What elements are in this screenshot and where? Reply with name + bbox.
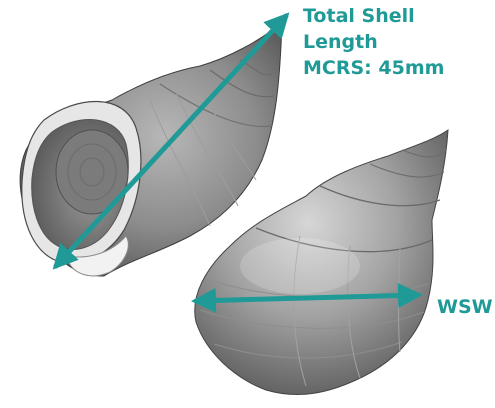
length-label-line-1: Total Shell [303,3,444,29]
length-label-line-2: Length [303,29,444,55]
total-shell-length-label: Total Shell Length MCRS: 45mm [303,3,444,81]
length-label-line-3: MCRS: 45mm [303,55,444,81]
width-label: WSW [437,294,493,320]
